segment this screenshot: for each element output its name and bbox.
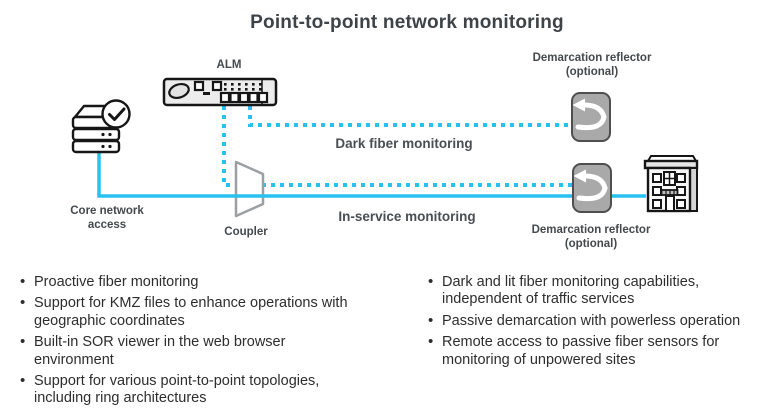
list-item: Dark and lit fiber monitoring capabiliti… — [428, 273, 760, 309]
page-title: Point-to-point network monitoring — [250, 12, 564, 33]
demarcation-reflector-bottom-label: Demarcation reflector (optional) — [531, 224, 651, 250]
alm-label: ALM — [216, 59, 242, 71]
check-badge-icon — [101, 99, 131, 129]
alm-device-icon — [162, 77, 278, 107]
list-item: Support for KMZ files to enhance operati… — [20, 294, 392, 330]
coupler-icon — [234, 160, 265, 218]
list-item: Remote access to passive fiber sensors f… — [428, 333, 760, 369]
demarcation-reflector-top-label: Demarcation reflector (optional) — [532, 52, 652, 78]
list-item: Built-in SOR viewer in the web browser e… — [20, 333, 392, 369]
list-item: Support for various point-to-point topol… — [20, 372, 392, 408]
demarcation-reflector-bottom-icon — [572, 163, 612, 213]
feature-list-left: Proactive fiber monitoring Support for K… — [20, 273, 392, 412]
core-network-server-icon — [71, 99, 131, 154]
dark-fiber-line — [248, 106, 570, 127]
coupler-label: Coupler — [224, 226, 268, 238]
list-item: Proactive fiber monitoring — [20, 273, 392, 291]
demarcation-reflector-top-icon — [571, 92, 611, 142]
dark-fiber-monitoring-label: Dark fiber monitoring — [335, 136, 473, 151]
in-service-dotted-line — [222, 106, 578, 187]
core-network-access-label: Core network access — [70, 205, 144, 231]
awning-icon — [660, 189, 679, 196]
building-icon — [643, 155, 699, 213]
in-service-monitoring-label: In-service monitoring — [338, 209, 476, 224]
traffic-line — [97, 148, 646, 198]
network-diagram — [71, 77, 699, 218]
list-item: Passive demarcation with powerless opera… — [428, 312, 760, 330]
feature-list-right: Dark and lit fiber monitoring capabiliti… — [428, 273, 760, 373]
